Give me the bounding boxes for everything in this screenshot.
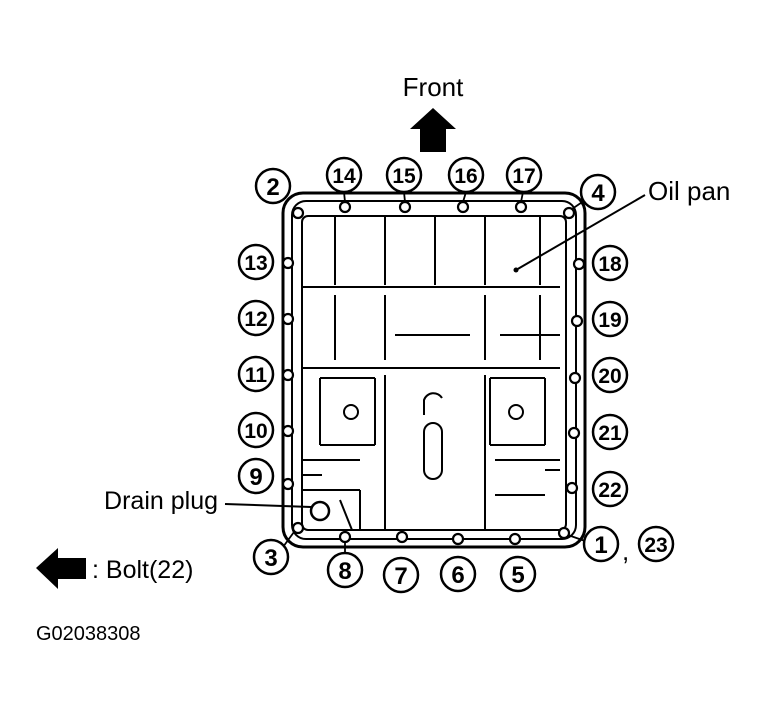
svg-text:21: 21	[598, 422, 622, 445]
svg-text:17: 17	[512, 165, 535, 188]
svg-text:14: 14	[332, 165, 356, 188]
bolt-hole-4	[562, 206, 576, 220]
bolt-hole-10	[281, 424, 295, 438]
bolt-arrow-icon	[36, 548, 86, 589]
bolt-hole-15	[398, 200, 412, 214]
svg-text:18: 18	[598, 253, 622, 276]
front-arrow-icon	[410, 108, 456, 152]
oil-pan-outline	[281, 191, 587, 549]
bolt-hole-22	[565, 481, 579, 495]
bolt-hole-5	[508, 532, 522, 546]
bolt-hole-20	[568, 371, 582, 385]
bolt-hole-12	[281, 312, 295, 326]
svg-text:23: 23	[644, 534, 667, 557]
svg-text:1: 1	[594, 532, 607, 559]
bolt-hole-6	[451, 532, 465, 546]
figure-id: G02038308	[36, 623, 141, 645]
svg-text:2: 2	[266, 174, 279, 201]
bolt-callout-6: 6	[439, 555, 477, 593]
drain-plug-icon	[309, 500, 331, 522]
bolt-callout-7: 7	[382, 556, 420, 594]
svg-text:22: 22	[598, 479, 621, 502]
svg-text:7: 7	[394, 563, 407, 590]
svg-text:11: 11	[245, 364, 268, 387]
bolt-callout-11: 11	[237, 355, 275, 393]
bolt-hole-16	[456, 200, 470, 214]
svg-text:9: 9	[249, 464, 262, 491]
bolt-callout-16: 16	[447, 156, 485, 194]
oil-pan-ribs	[302, 216, 560, 531]
svg-text:6: 6	[451, 562, 464, 589]
drain-plug-label: Drain plug	[104, 487, 218, 515]
bolt-callout-separator: ,	[622, 536, 629, 566]
bolt-leaders	[282, 191, 595, 552]
front-label: Front	[403, 72, 464, 102]
bolt-hole-13	[281, 256, 295, 270]
bolt-callout-12: 12	[237, 299, 275, 337]
bolt-callout-19: 19	[591, 300, 629, 338]
svg-text:15: 15	[392, 165, 416, 188]
bolt-callout-21: 21	[591, 413, 629, 451]
bolt-hole-18	[572, 257, 586, 271]
bolt-callout-2: 2	[254, 167, 292, 205]
bolt-callout-1: 1	[582, 525, 620, 563]
svg-text:19: 19	[598, 309, 621, 332]
bolt-hole-21	[567, 426, 581, 440]
oil-strainer-slot	[423, 392, 443, 415]
svg-text:20: 20	[598, 365, 621, 388]
right-boss-icon	[508, 404, 524, 420]
bolt-hole-7	[395, 530, 409, 544]
bolt-hole-2	[291, 206, 305, 220]
svg-text:10: 10	[244, 420, 267, 443]
oil-strainer-tube	[423, 422, 443, 480]
bolt-callout-23: 23	[637, 525, 675, 563]
bolt-hole-3	[291, 521, 305, 535]
oil-pan-leader-dot	[513, 267, 519, 273]
svg-text:3: 3	[264, 545, 277, 572]
bolt-callout-9: 9	[237, 457, 275, 495]
bolt-callout-15: 15	[385, 156, 423, 194]
svg-text:16: 16	[454, 165, 477, 188]
bolt-callout-5: 5	[499, 555, 537, 593]
bolt-callout-10: 10	[237, 411, 275, 449]
bolt-hole-9	[281, 477, 295, 491]
legend-label: : Bolt(22)	[92, 556, 193, 584]
svg-text:8: 8	[338, 558, 351, 585]
svg-text:5: 5	[511, 562, 524, 589]
bolt-hole-8	[338, 530, 352, 544]
bolt-hole-11	[281, 368, 295, 382]
bolt-callouts: 2 14 15 16 17 4 13 12 11 10 9 18 19 20 2…	[237, 156, 675, 594]
bolt-callout-4: 4	[579, 173, 617, 211]
svg-text:13: 13	[244, 252, 267, 275]
bolt-callout-8: 8	[326, 551, 364, 589]
bolt-callout-22: 22	[591, 470, 629, 508]
drain-plug-leader	[224, 503, 312, 508]
bolt-callout-17: 17	[505, 156, 543, 194]
bolt-callout-13: 13	[237, 243, 275, 281]
bolt-callout-3: 3	[252, 538, 290, 576]
oil-pan-label: Oil pan	[648, 176, 730, 206]
oil-pan-gasket-line	[291, 200, 577, 540]
bolt-callout-14: 14	[325, 156, 363, 194]
svg-text:4: 4	[591, 180, 605, 207]
bolt-hole-19	[570, 314, 584, 328]
oil-pan-leader	[515, 194, 646, 271]
bolt-hole-1	[557, 526, 571, 540]
bolt-holes	[281, 200, 586, 546]
bolt-callout-20: 20	[591, 356, 629, 394]
bolt-callout-18: 18	[591, 244, 629, 282]
svg-text:12: 12	[244, 308, 267, 331]
bolt-hole-14	[338, 200, 352, 214]
left-boss-icon	[343, 404, 359, 420]
bolt-hole-17	[514, 200, 528, 214]
